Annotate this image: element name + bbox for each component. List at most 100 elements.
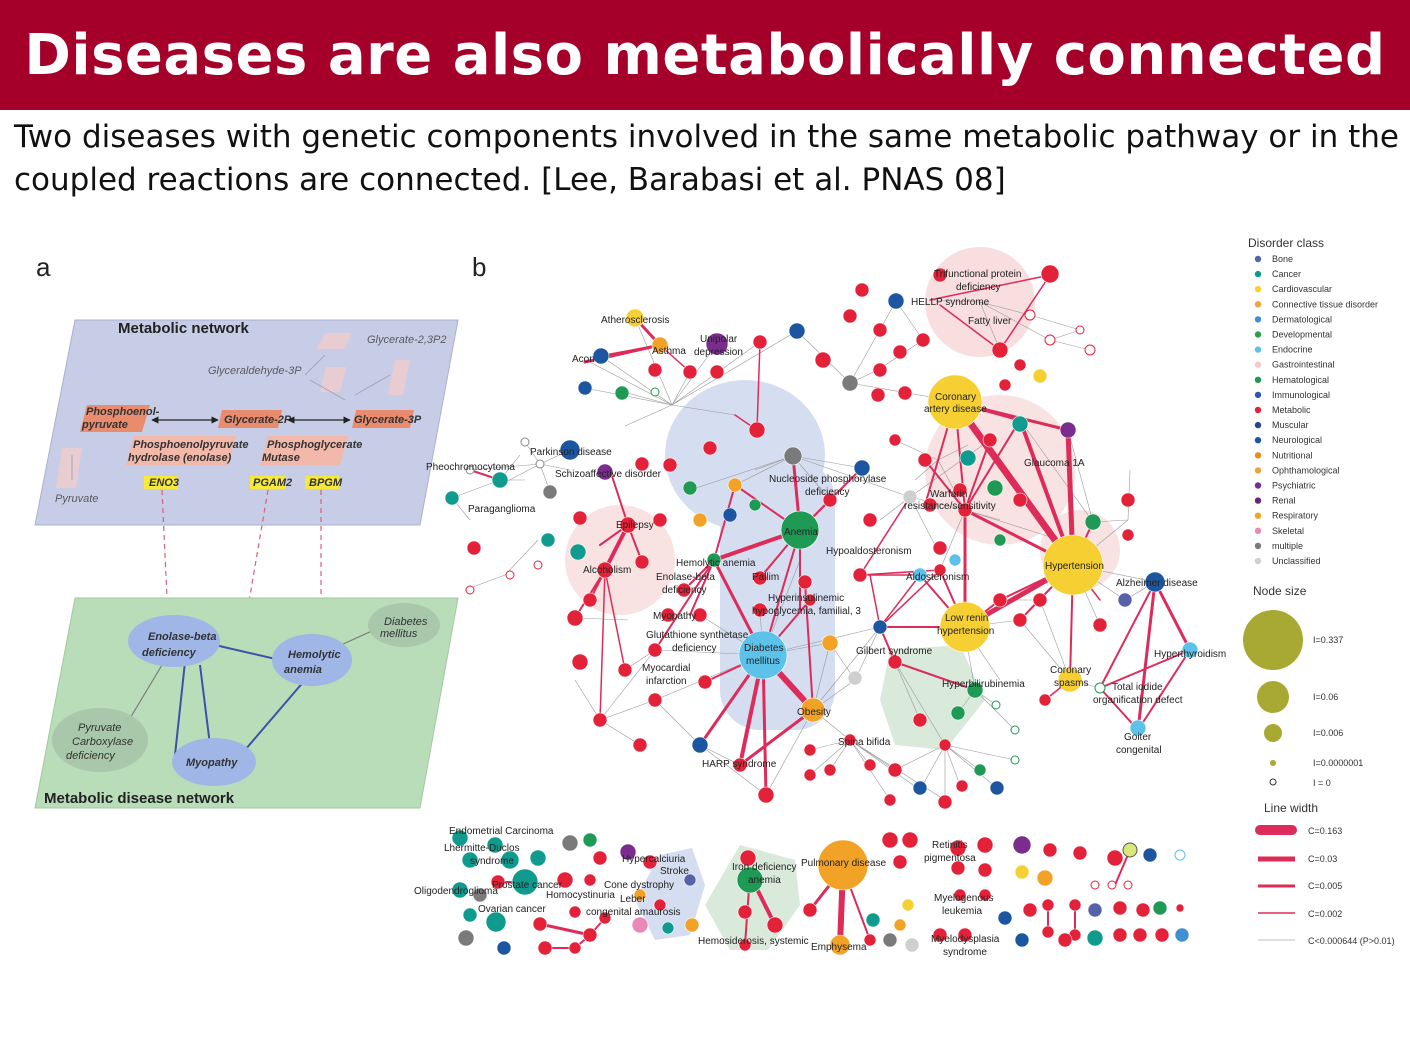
- label-cone-dystrophy: Cone dystrophy: [604, 880, 674, 891]
- label-total-iodide-2: organification defect: [1093, 695, 1183, 706]
- legend-class-dot: [1254, 467, 1262, 474]
- label-hyperinsulinemic-2: hypoglycemia, familial, 3: [752, 606, 861, 617]
- legend-class-label: Bone: [1272, 254, 1293, 264]
- metabolite-glycerate3p: Glycerate-3P: [354, 414, 422, 426]
- legend-class-dot: [1254, 391, 1262, 399]
- label-enolase-2: deficiency: [662, 585, 706, 596]
- gene-pgam2: PGAM2: [253, 477, 292, 489]
- label-glaucoma: Glaucoma 1A: [1024, 458, 1085, 469]
- metabolite-glycerate-23p2: Glycerate-2,3P2: [367, 334, 446, 346]
- enzyme-box-mutase: [260, 436, 348, 465]
- label-retinitis-2: pigmentosa: [924, 853, 976, 864]
- label-parkinson: Parkinson disease: [530, 447, 612, 458]
- label-retinitis-1: Retinitis: [932, 840, 968, 851]
- label-emphysema: Emphysema: [811, 942, 867, 953]
- legend-node-size-3: [1264, 724, 1282, 742]
- label-myelogenous-2: leukemia: [942, 906, 982, 917]
- label-iron-2: anemia: [748, 875, 781, 886]
- label-harp: HARP syndrome: [702, 759, 777, 770]
- legend-class-label: Gastrointestinal: [1272, 360, 1335, 370]
- slide-title: Diseases are also metabolically connecte…: [24, 23, 1386, 88]
- label-goiter-1: Goiter: [1124, 732, 1152, 743]
- legend-line-2-label: C=0.03: [1308, 854, 1337, 864]
- label-hellp: HELLP syndrome: [911, 297, 990, 308]
- label-acon: Acon: [572, 354, 595, 365]
- legend-class-dot: [1254, 497, 1262, 504]
- label-myelogenous-1: Myelogenous: [934, 893, 993, 904]
- enzyme-enolase-2: hydrolase (enolase): [128, 452, 232, 464]
- title-banner: Diseases are also metabolically connecte…: [0, 0, 1410, 110]
- label-atherosclerosis: Atherosclerosis: [601, 315, 669, 326]
- legend-class-dot: [1254, 346, 1262, 353]
- legend-node-size-1: [1243, 610, 1303, 670]
- label-lhermitte-2: syndrome: [470, 856, 514, 867]
- legend-class-label: Renal: [1272, 496, 1296, 506]
- legend-class-dot: [1254, 482, 1262, 489]
- disease-enolase-beta-2: deficiency: [142, 647, 197, 659]
- label-hypertension: Hypertension: [1045, 561, 1104, 572]
- legend: Disorder class BoneCancerCardiovascularC…: [1243, 236, 1395, 946]
- legend-class-dot: [1254, 361, 1262, 368]
- legend-class-label: Connective tissue disorder: [1272, 299, 1378, 309]
- legend-class-label: Muscular: [1272, 420, 1309, 430]
- legend-class-dot: [1254, 270, 1262, 278]
- label-hemosiderosis: Hemosiderosis, systemic: [698, 936, 809, 947]
- label-myocardial-1: Myocardial: [642, 663, 690, 674]
- panel-a-letter: a: [36, 252, 51, 282]
- legend-class-label: Developmental: [1272, 330, 1332, 340]
- metabolite-box-pep: [80, 405, 150, 432]
- legend-class-label: Unclassified: [1272, 556, 1321, 566]
- legend-class-dot: [1254, 527, 1262, 534]
- disease-network-title: Metabolic disease network: [44, 790, 235, 807]
- metabolic-network-title: Metabolic network: [118, 320, 250, 337]
- label-pheochromocytoma: Pheochromocytoma: [426, 462, 515, 473]
- disease-enolase-beta-1: Enolase-beta: [148, 631, 216, 643]
- disease-node-diabetes: [368, 603, 440, 647]
- disease-node-pyruvate-carboxylase: [52, 708, 148, 772]
- legend-class-label: Immunological: [1272, 390, 1330, 400]
- label-myelodysplasia-1: Myelodysplasia: [931, 934, 1000, 945]
- label-warfarin-2: resistance/sensitivity: [904, 501, 996, 512]
- legend-class-dot: [1254, 437, 1262, 444]
- disease-pyruvate-carb-2: Carboxylase: [72, 736, 133, 748]
- label-ovarian: Ovarian cancer: [478, 904, 546, 915]
- label-alzheimer: Alzheimer disease: [1116, 578, 1198, 589]
- legend-node-size-2-label: I=0.06: [1313, 692, 1338, 702]
- label-hypoaldosteronism: Hypoaldosteronism: [826, 546, 912, 557]
- label-lhermitte-1: Lhermitte-Duclos: [444, 843, 520, 854]
- legend-class-dot: [1254, 542, 1262, 550]
- label-anemia: Anemia: [784, 527, 818, 538]
- gene-eno3: ENO3: [149, 477, 179, 489]
- legend-class-label: Metabolic: [1272, 405, 1311, 415]
- network-labels: Atherosclerosis Acon Asthma Unipolar dep…: [414, 269, 1226, 958]
- legend-class-dot: [1254, 452, 1262, 459]
- legend-node-size-2: [1257, 681, 1289, 713]
- enzyme-mutase-2: Mutase: [262, 452, 300, 464]
- legend-class-dot: [1254, 316, 1262, 323]
- label-glutathione-1: Glutathione synthetase: [646, 630, 749, 641]
- legend-class-label: Respiratory: [1272, 511, 1319, 521]
- label-schizoaffective: Schizoaffective disorder: [555, 469, 662, 480]
- label-hemolytic-anemia: Hemolytic anemia: [676, 558, 756, 569]
- label-trifunctional-1: Trifunctional protein: [934, 269, 1021, 280]
- legend-class-label: Cancer: [1272, 269, 1301, 279]
- label-goiter-2: congenital: [1116, 745, 1162, 756]
- legend-class-label: Psychiatric: [1272, 481, 1316, 491]
- label-nucleoside-2: deficiency: [805, 487, 849, 498]
- legend-class-dot: [1254, 255, 1262, 263]
- disease-myopathy: Myopathy: [186, 757, 238, 769]
- label-alcoholism: Alcoholism: [583, 565, 631, 576]
- gene-box-pgam2: [250, 476, 286, 489]
- legend-line-4-label: C=0.002: [1308, 909, 1342, 919]
- legend-class-dot: [1254, 331, 1262, 338]
- disease-node-enolase-beta: [128, 615, 220, 667]
- disease-hemolytic-1: Hemolytic: [288, 649, 341, 661]
- label-asthma: Asthma: [652, 346, 686, 357]
- legend-disorder-title: Disorder class: [1248, 236, 1324, 250]
- legend-class-label: Endocrine: [1272, 345, 1313, 355]
- metabolite-pep-1: Phosphoenol-: [86, 406, 160, 418]
- legend-line-5-label: C<0.000644 (P>0.01): [1308, 936, 1395, 946]
- disease-pyruvate-carb-1: Pyruvate: [78, 722, 121, 734]
